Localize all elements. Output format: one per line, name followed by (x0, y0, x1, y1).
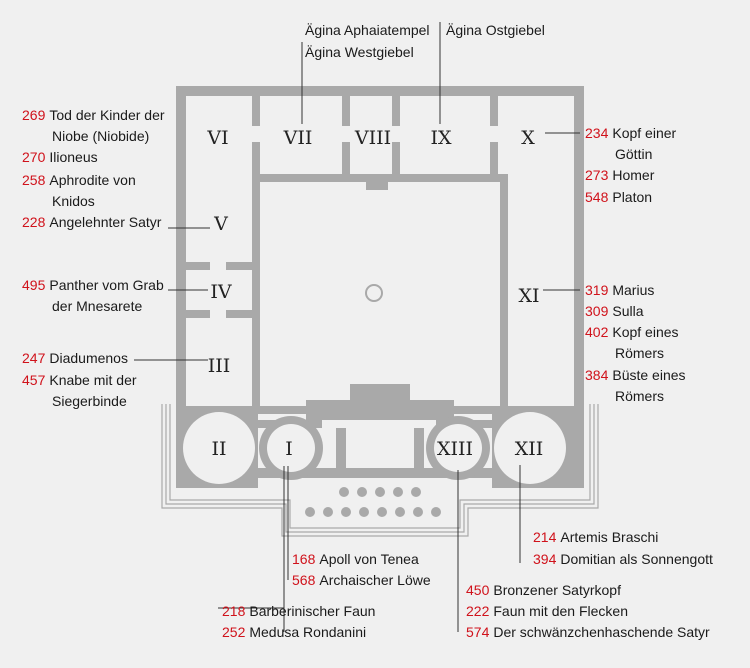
room-label-x: X (521, 127, 535, 149)
room-label-vi: VI (206, 127, 228, 149)
portico-columns (305, 487, 441, 517)
leader-lines (134, 22, 580, 632)
stair-lines (161, 404, 599, 537)
room-label-xiii: XIII (437, 438, 473, 460)
room-label-iv: IV (210, 281, 232, 303)
label-aegina-ostgiebel: Ägina Ostgiebel (446, 22, 545, 38)
room-label-iii: III (208, 355, 231, 377)
room-label-i: I (285, 438, 293, 460)
room-label-viii: VIII (354, 127, 391, 149)
room-label-vii: VII (283, 127, 313, 149)
room-label-xii: XII (515, 438, 544, 460)
room-label-xi: XI (518, 285, 539, 307)
label-aegina-aphaia: Ägina Aphaiatempel (305, 22, 430, 38)
room-label-ii: II (211, 438, 226, 460)
label-aegina-westgiebel: Ägina Westgiebel (305, 44, 414, 60)
room-label-ix: IX (430, 127, 452, 149)
room-label-v: V (213, 213, 228, 235)
